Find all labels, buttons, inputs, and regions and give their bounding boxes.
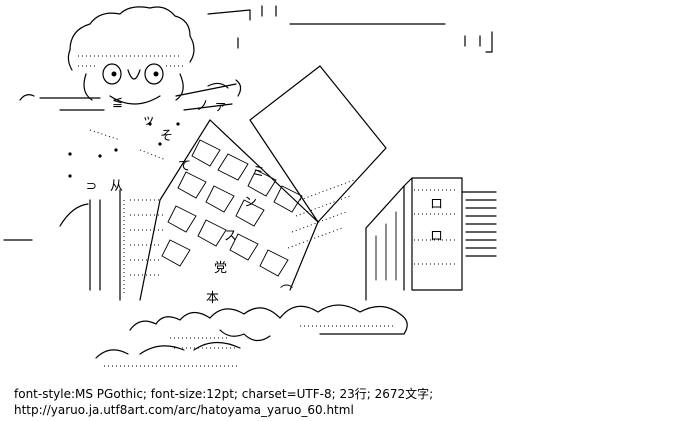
character-body-tower [3, 189, 165, 301]
glyph-ro: ロ [430, 197, 443, 212]
glyph-yoji: ッ [142, 113, 155, 128]
glyph-su: ス [224, 229, 237, 244]
falling-building [139, 65, 387, 301]
glyph-jyu: 从 [110, 179, 123, 194]
glyph-mi: ミ [252, 165, 265, 180]
dust-clouds [95, 304, 408, 367]
glyph-ge: ⌒ [280, 285, 293, 300]
top-banner-lines [207, 5, 493, 53]
right-buildings [365, 177, 497, 301]
character-face [83, 63, 184, 105]
glyph-so: そ [160, 129, 173, 144]
character-arms [19, 79, 242, 111]
glyph-le: ≦ [112, 95, 123, 110]
glyph-ro2: ロ [430, 229, 443, 244]
glyph-ya: ァ [214, 99, 227, 114]
caption-url: http://yaruo.ja.utf8art.com/arc/hatoyama… [14, 403, 354, 417]
art-glyph-group: そ て ミ ン ス 党 本 ロ ロ ッ ⊃ 从 ≦ ノ ァ ⌒ [86, 95, 443, 306]
glyph-tou: 党 [214, 261, 227, 276]
glyph-hon: 本 [206, 291, 219, 306]
caption-meta: font-style:MS PGothic; font-size:12pt; c… [14, 387, 434, 401]
glyph-hoshi: ⊃ [86, 179, 97, 194]
glyph-shi: ノ [196, 99, 209, 114]
character-hair [67, 6, 195, 71]
debris-dots [68, 122, 180, 178]
glyph-te: て [178, 159, 191, 174]
glyph-n: ン [244, 195, 257, 210]
